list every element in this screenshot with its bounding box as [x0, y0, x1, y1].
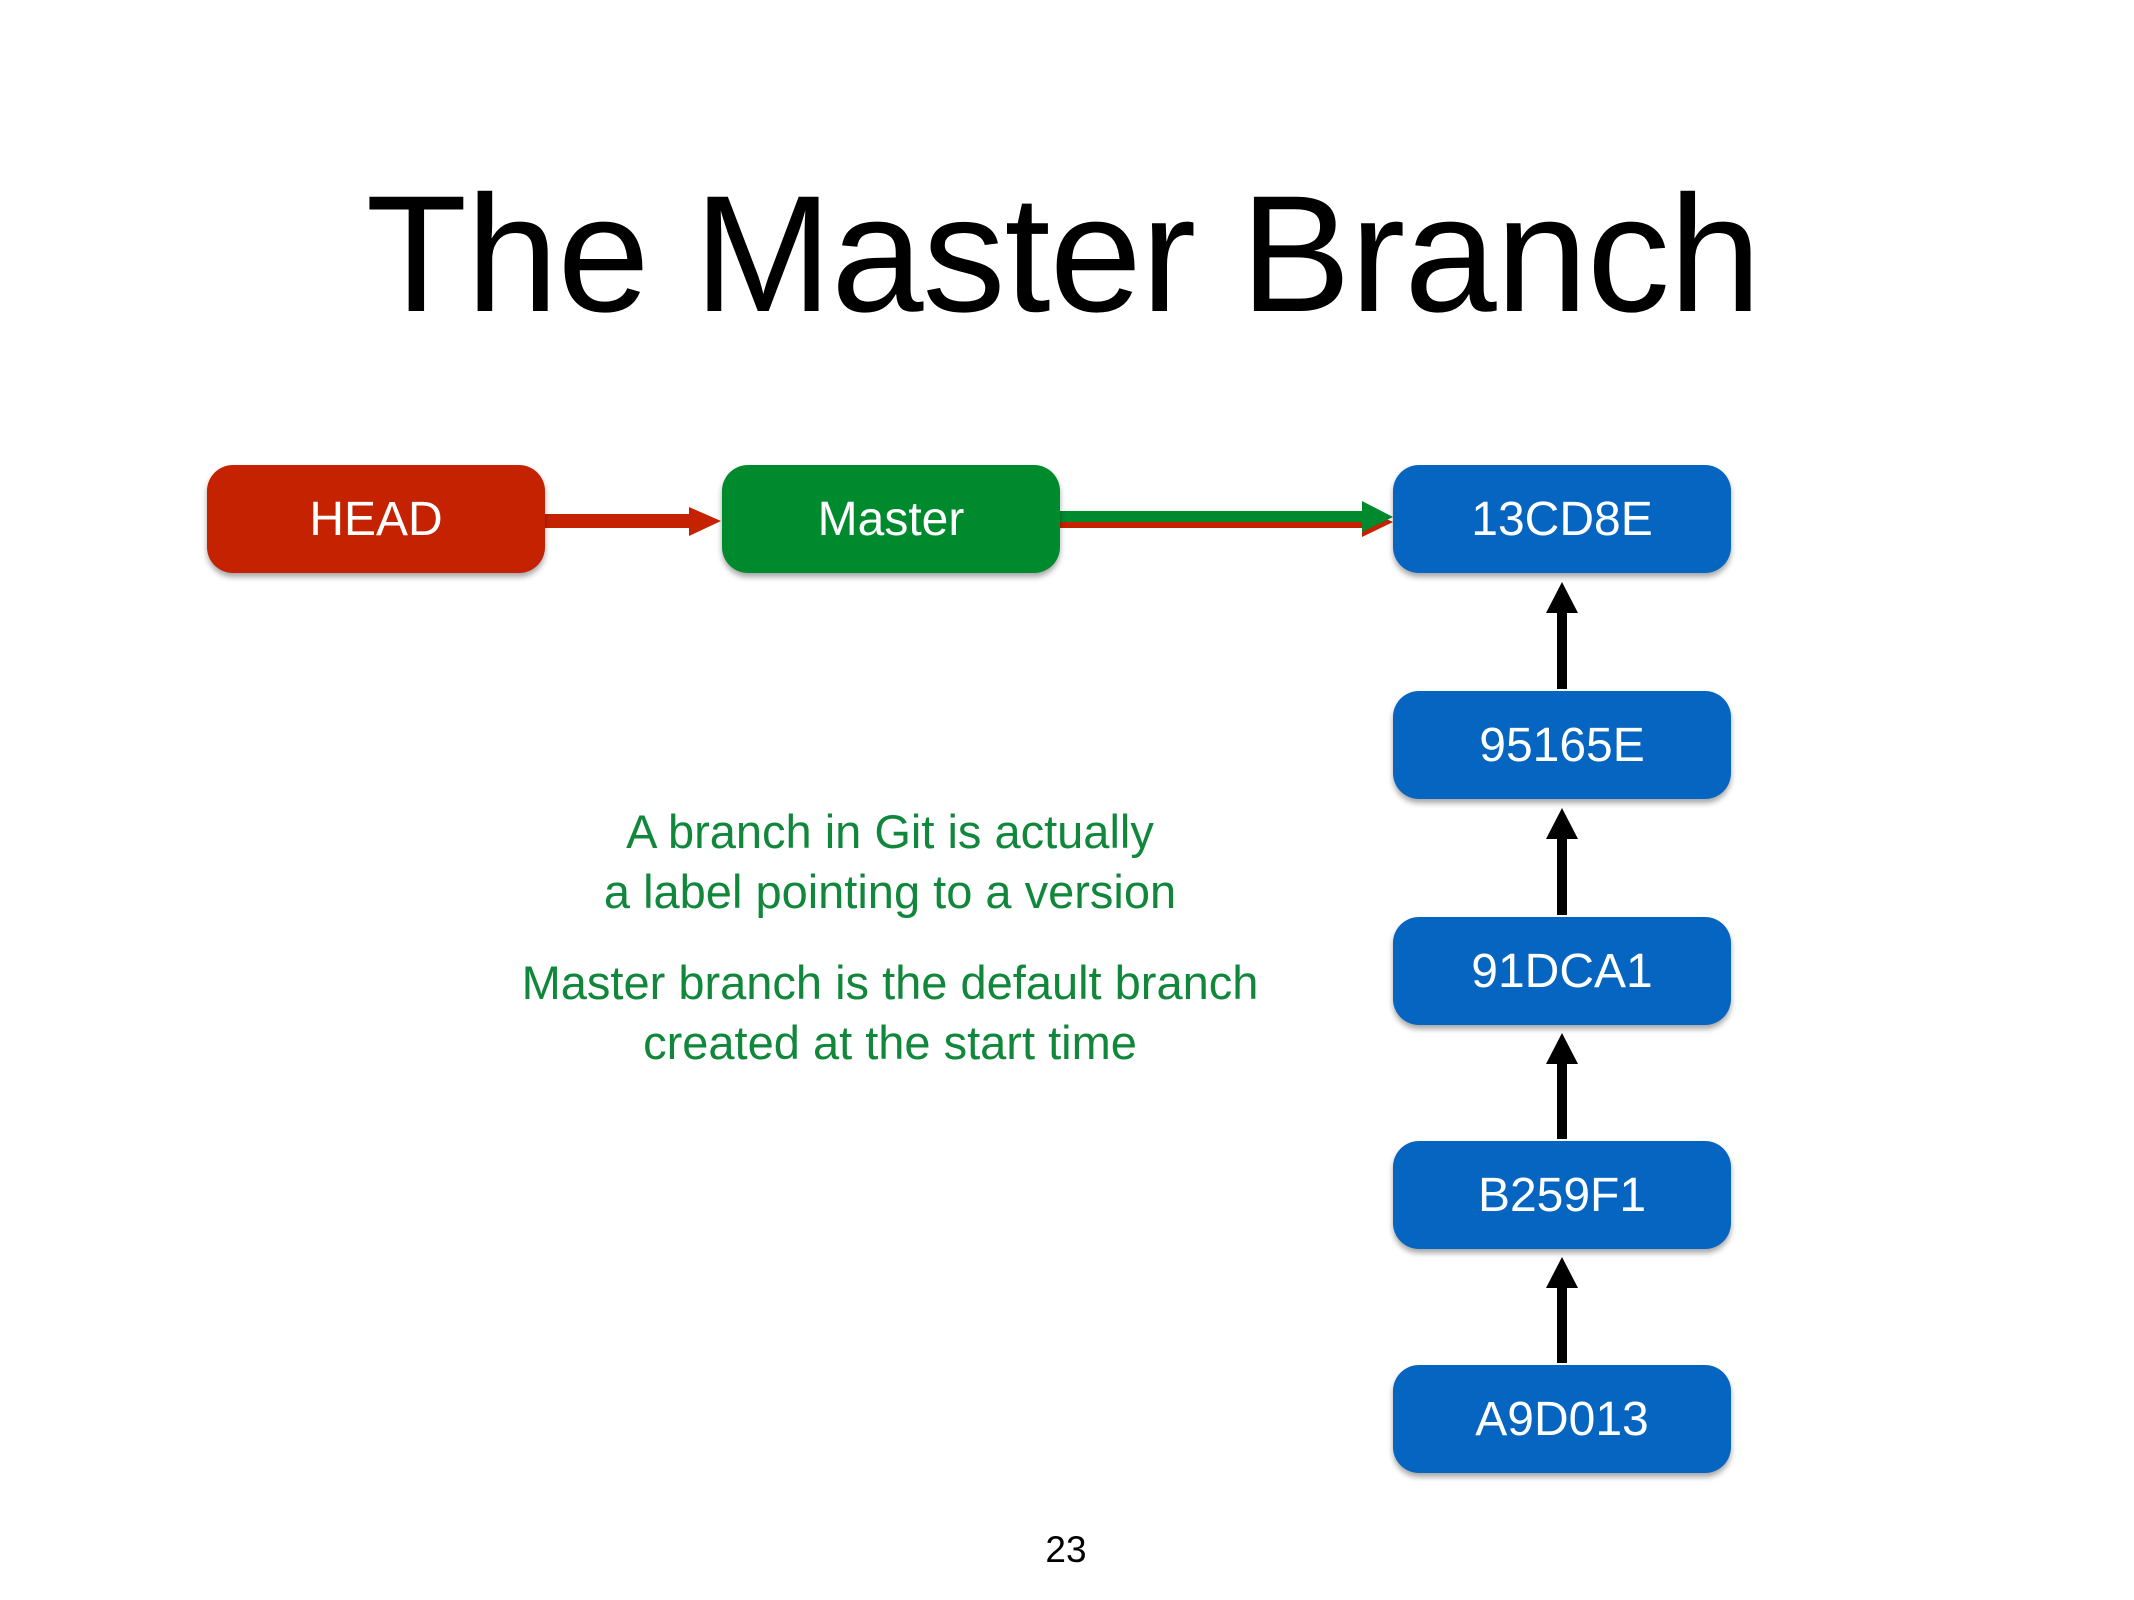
commit-box: 95165E	[1393, 691, 1731, 799]
commit-box: B259F1	[1393, 1141, 1731, 1249]
master-label: Master	[817, 492, 965, 546]
note-line: Master branch is the default branch	[521, 956, 1259, 1009]
note-line: created at the start time	[643, 1016, 1137, 1069]
commit-arrow-91DCA1-to-95165E	[1546, 808, 1578, 915]
head-to-master-arrow	[545, 507, 721, 536]
commit-id: 91DCA1	[1471, 944, 1653, 998]
commit-id: A9D013	[1475, 1392, 1649, 1446]
page-number: 23	[1045, 1529, 1087, 1570]
commit-id: B259F1	[1477, 1168, 1647, 1222]
commit-box: 13CD8E	[1393, 465, 1731, 573]
commit-arrow-A9D013-to-B259F1	[1546, 1257, 1578, 1363]
head-pointer-box: HEAD	[207, 465, 545, 573]
note-branch-definition: A branch in Git is actually a label poin…	[490, 802, 1290, 922]
note-line: a label pointing to a version	[603, 865, 1177, 918]
commit-arrow-95165E-to-13CD8E	[1546, 582, 1578, 689]
note-master-default: Master branch is the default branch crea…	[490, 953, 1290, 1073]
master-branch-box: Master	[722, 465, 1060, 573]
commit-id: 13CD8E	[1471, 492, 1653, 546]
commit-box: 91DCA1	[1393, 917, 1731, 1025]
commit-arrow-B259F1-to-91DCA1	[1546, 1033, 1578, 1139]
slide-title: The Master Branch	[365, 162, 1762, 347]
commit-id: 95165E	[1479, 718, 1645, 772]
commit-box: A9D013	[1393, 1365, 1731, 1473]
note-line: A branch in Git is actually	[626, 805, 1154, 858]
head-label: HEAD	[309, 492, 443, 546]
master-to-commit-arrow	[1059, 501, 1393, 537]
